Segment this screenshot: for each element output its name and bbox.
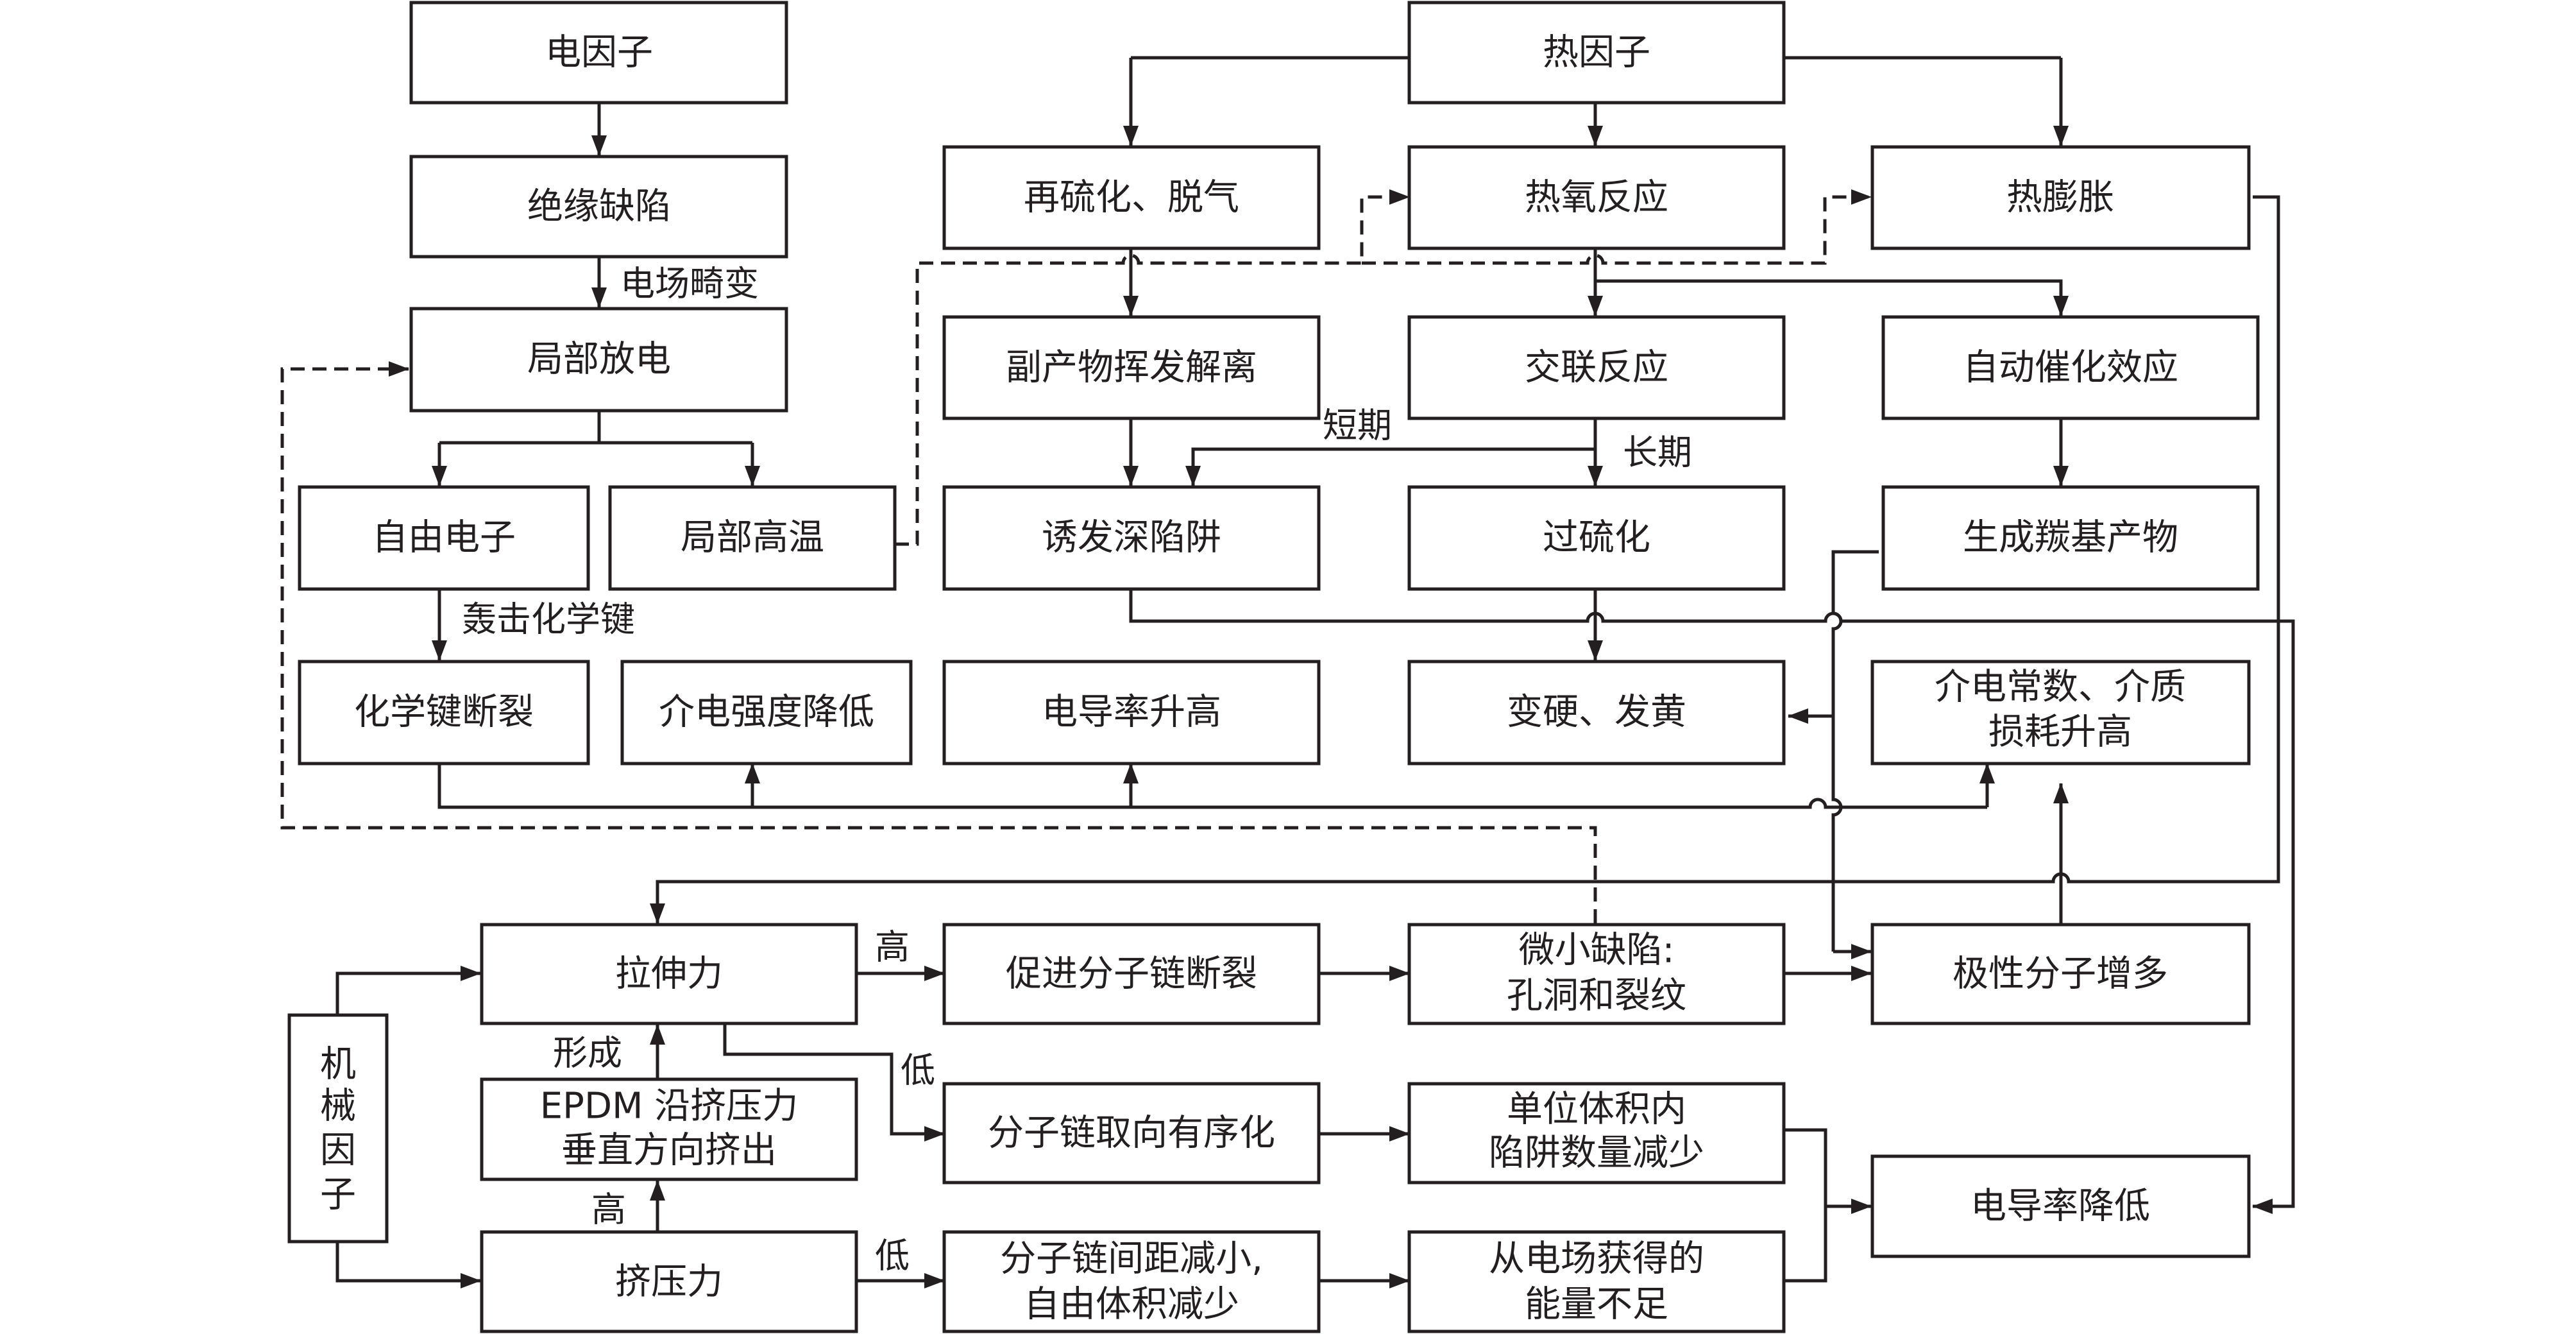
svg-text:能量不足: 能量不足 [1525, 1284, 1668, 1326]
node-thermal-expansion: 热膨胀 [1870, 145, 2251, 250]
svg-text:垂直方向挤出: 垂直方向挤出 [561, 1130, 777, 1172]
svg-text:拉伸力: 拉伸力 [615, 953, 723, 995]
svg-text:孔洞和裂纹: 孔洞和裂纹 [1507, 975, 1686, 1017]
svg-text:电因子: 电因子 [545, 32, 653, 74]
svg-text:分子链取向有序化: 分子链取向有序化 [988, 1113, 1275, 1154]
edge-labels: 电场畸变 轰击化学键 短期 长期 高 低 形成 高 低 [462, 264, 1692, 1276]
node-bond-breaking: 化学键断裂 [298, 660, 590, 765]
edge-bond-breaking-bus [437, 764, 1987, 809]
svg-text:再硫化、脱气: 再硫化、脱气 [1024, 177, 1239, 219]
svg-text:子: 子 [320, 1174, 356, 1216]
node-overvulcanization: 过硫化 [1407, 485, 1786, 591]
node-conductivity-down: 电导率降低 [1870, 1154, 2251, 1258]
svg-text:自由电子: 自由电子 [372, 517, 516, 559]
node-partial-discharge: 局部放电 [409, 307, 788, 413]
svg-text:介电常数、介质: 介电常数、介质 [1935, 667, 2186, 708]
svg-text:微小缺陷:: 微小缺陷: [1519, 930, 1675, 971]
node-autocatalysis: 自动催化效应 [1881, 315, 2260, 420]
svg-text:化学键断裂: 化学键断裂 [354, 692, 534, 733]
svg-text:变硬、发黄: 变硬、发黄 [1507, 692, 1686, 733]
node-free-electrons: 自由电子 [298, 485, 590, 591]
edge-tensile-low-to-orientation [723, 1023, 945, 1142]
edge-discharge-split [439, 411, 752, 445]
svg-text:单位体积内: 单位体积内 [1507, 1089, 1686, 1131]
svg-text:绝缘缺陷: 绝缘缺陷 [527, 186, 671, 228]
svg-text:局部高温: 局部高温 [681, 517, 824, 559]
node-byproduct-volatilization: 副产物挥发解离 [942, 315, 1321, 420]
node-compressive-force: 挤压力 [480, 1230, 858, 1333]
label-forms: 形成 [553, 1033, 622, 1073]
nodes: 电因子 绝缘缺陷 局部放电 自由电子 局部高温 化学键断裂 介电强度降低 [287, 1, 2260, 1333]
edges [280, 56, 2295, 1288]
node-deep-traps: 诱发深陷阱 [942, 485, 1321, 591]
node-mechanical-factor: 机 械 因 子 [287, 1013, 389, 1244]
edge-local-temp-to-thermal-row [895, 189, 1410, 546]
node-chain-spacing-down: 分子链间距减小, 自由体积减少 [942, 1230, 1321, 1333]
node-revulcanization: 再硫化、脱气 [942, 145, 1321, 250]
svg-text:机: 机 [320, 1044, 356, 1086]
svg-text:热膨胀: 热膨胀 [2006, 177, 2114, 219]
node-thermo-oxidation: 热氧反应 [1407, 145, 1786, 250]
svg-text:损耗升高: 损耗升高 [1988, 712, 2132, 753]
svg-text:分子链间距减小,: 分子链间距减小, [1000, 1238, 1263, 1280]
node-electric-factor: 电因子 [409, 1, 788, 105]
edge-mechanical-to-compressive [335, 1242, 481, 1288]
edge-dashed-to-expansion [1362, 189, 1872, 265]
node-conductivity-up: 电导率升高 [942, 660, 1321, 765]
edge-oxidation-to-autocatalysis [1595, 279, 2069, 316]
node-insufficient-energy: 从电场获得的 能量不足 [1407, 1230, 1786, 1333]
node-dielectric-strength-drop: 介电强度降低 [620, 660, 913, 765]
label-attack-bonds: 轰击化学键 [462, 599, 635, 640]
node-crosslinking: 交联反应 [1407, 315, 1786, 420]
edge-mechanical-to-tensile [335, 966, 481, 1014]
label-long-term: 长期 [1623, 432, 1692, 473]
svg-text:从电场获得的: 从电场获得的 [1489, 1238, 1704, 1280]
svg-text:过硫化: 过硫化 [1543, 517, 1650, 559]
svg-text:械: 械 [320, 1086, 356, 1127]
node-chain-orientation: 分子链取向有序化 [942, 1082, 1321, 1184]
svg-text:生成羰基产物: 生成羰基产物 [1963, 517, 2178, 559]
svg-text:交联反应: 交联反应 [1525, 347, 1668, 389]
svg-text:自动催化效应: 自动催化效应 [1963, 347, 2178, 389]
node-local-high-temp: 局部高温 [608, 485, 897, 591]
node-thermal-factor: 热因子 [1407, 1, 1786, 105]
node-micro-defects: 微小缺陷: 孔洞和裂纹 [1407, 923, 1786, 1025]
node-tensile-force: 拉伸力 [480, 923, 858, 1025]
label-low-tensile: 低 [901, 1050, 935, 1091]
svg-text:自由体积减少: 自由体积减少 [1024, 1284, 1239, 1326]
svg-text:因: 因 [320, 1130, 356, 1172]
node-hardening-yellowing: 变硬、发黄 [1407, 660, 1786, 765]
node-trap-density-down: 单位体积内 陷阱数量减少 [1407, 1082, 1786, 1184]
label-short-term: 短期 [1323, 406, 1392, 446]
edge-carbonyl-bus [1831, 550, 1879, 952]
svg-text:EPDM 沿挤压力: EPDM 沿挤压力 [540, 1086, 798, 1127]
svg-text:促进分子链断裂: 促进分子链断裂 [1006, 953, 1257, 995]
svg-text:介电强度降低: 介电强度降低 [659, 692, 874, 733]
node-carbonyl-products: 生成羰基产物 [1881, 485, 2260, 591]
svg-text:电导率升高: 电导率升高 [1042, 692, 1221, 733]
svg-text:热氧反应: 热氧反应 [1525, 177, 1668, 219]
node-chain-scission: 促进分子链断裂 [942, 923, 1321, 1025]
edge-micro-defects-to-partial-discharge [280, 361, 1597, 923]
svg-text:诱发深陷阱: 诱发深陷阱 [1042, 517, 1221, 559]
label-field-distortion: 电场畸变 [620, 264, 759, 304]
svg-text:挤压力: 挤压力 [615, 1261, 723, 1303]
svg-text:副产物挥发解离: 副产物挥发解离 [1006, 347, 1257, 389]
edge-crosslinking-short-term [1185, 418, 1597, 486]
svg-text:热因子: 热因子 [1543, 32, 1650, 74]
node-polar-molecules-up: 极性分子增多 [1870, 923, 2251, 1025]
svg-text:电导率降低: 电导率降低 [1970, 1186, 2150, 1227]
svg-text:陷阱数量减少: 陷阱数量减少 [1489, 1133, 1704, 1174]
edge-trap-density-merge [1784, 1128, 1827, 1283]
node-insulation-defect: 绝缘缺陷 [409, 155, 788, 259]
label-high-compressive: 高 [591, 1190, 626, 1230]
label-high-tensile: 高 [875, 927, 910, 968]
svg-text:局部放电: 局部放电 [527, 339, 671, 381]
node-epdm-extrusion: EPDM 沿挤压力 垂直方向挤出 [480, 1077, 858, 1181]
label-low-compressive: 低 [875, 1236, 910, 1276]
svg-text:极性分子增多: 极性分子增多 [1953, 953, 2168, 995]
node-permittivity-loss-up: 介电常数、介质 损耗升高 [1870, 660, 2251, 765]
